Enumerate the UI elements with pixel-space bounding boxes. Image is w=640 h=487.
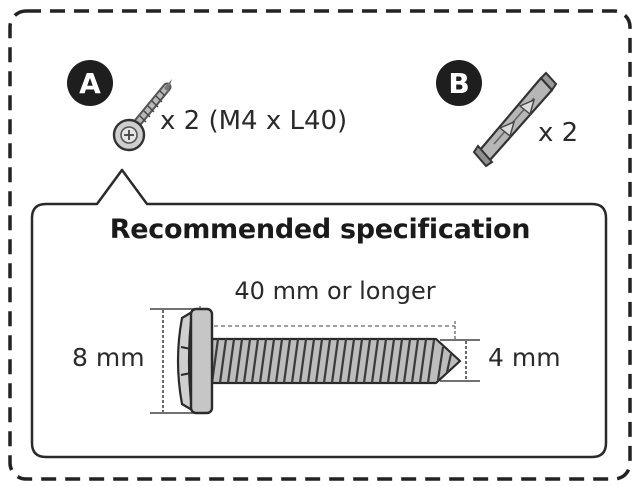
spec-title: Recommended specification [109,214,531,245]
wall-anchor-b-icon [472,71,558,168]
part-b-quantity: x 2 [538,118,579,148]
badge-b-letter: B [448,67,469,100]
badge-b: B [436,60,482,106]
tip-diameter-dimension-line [440,339,480,382]
badge-a: A [67,60,113,106]
head-diameter-label: 8 mm [72,343,145,372]
screw-spec-drawing [176,307,462,415]
length-label: 40 mm or longer [234,277,436,305]
outer-dashed-border [8,9,632,481]
screw-a-icon [112,79,172,152]
part-a-quantity: x 2 (M4 x L40) [160,106,348,136]
badge-a-letter: A [79,67,101,100]
screw-threads [210,338,453,384]
head-diameter-dimension-line [150,308,196,414]
tip-diameter-label: 4 mm [488,343,561,372]
spec-callout-box [30,168,608,459]
